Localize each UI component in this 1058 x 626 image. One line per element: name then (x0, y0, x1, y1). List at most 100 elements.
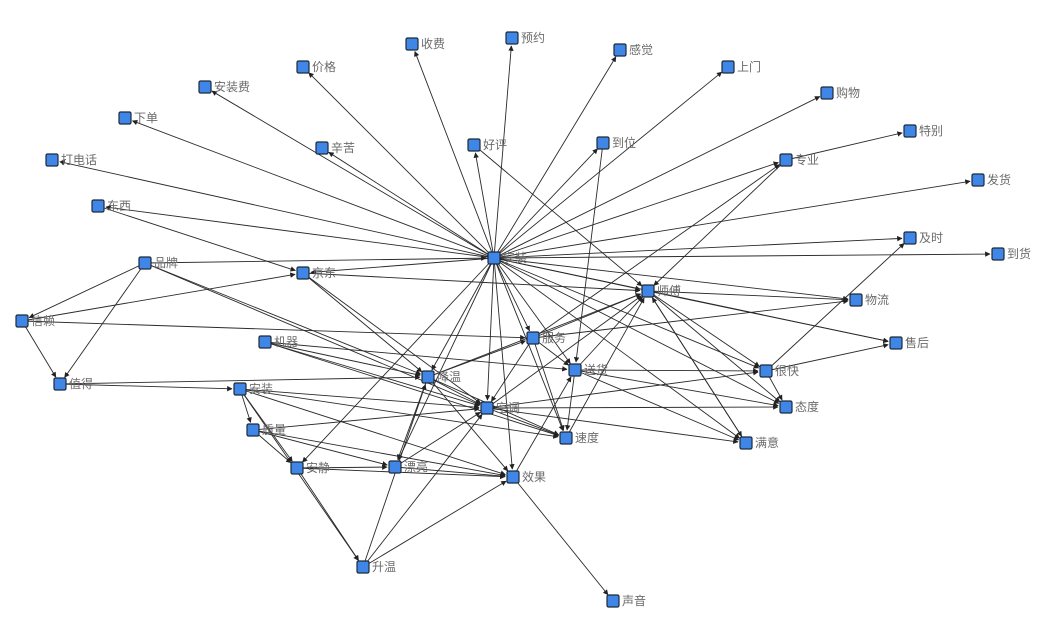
edge-15 (493, 235, 903, 259)
node-40[interactable]: 升温 (356, 560, 396, 574)
node-17[interactable]: 安装 (487, 250, 527, 265)
edge-47 (647, 290, 849, 303)
node-box-29[interactable] (759, 364, 773, 378)
node-box-38[interactable] (388, 460, 402, 474)
node-13[interactable]: 专业 (779, 152, 819, 167)
node-box-40[interactable] (356, 560, 370, 574)
node-box-8[interactable] (903, 124, 917, 138)
node-box-5[interactable] (198, 80, 212, 94)
node-1[interactable]: 预约 (505, 30, 545, 45)
node-box-33[interactable] (779, 400, 793, 414)
edge-81 (239, 388, 559, 439)
edge-0 (414, 50, 495, 259)
node-box-13[interactable] (779, 153, 793, 167)
edge-86 (486, 407, 739, 444)
node-37[interactable]: 安静 (290, 460, 330, 475)
node-7[interactable]: 下单 (118, 111, 158, 125)
node-23[interactable]: 信赖 (15, 314, 55, 328)
node-29[interactable]: 很快 (759, 364, 799, 378)
node-8[interactable]: 特别 (903, 123, 943, 138)
node-33[interactable]: 态度 (779, 399, 819, 414)
node-box-2[interactable] (613, 43, 627, 57)
node-10[interactable]: 好评 (467, 138, 507, 152)
node-box-17[interactable] (487, 251, 501, 265)
node-box-11[interactable] (596, 136, 610, 150)
node-4[interactable]: 上门 (721, 59, 761, 74)
node-2[interactable]: 感觉 (613, 42, 653, 57)
edge-23 (493, 257, 760, 369)
edge-27 (493, 257, 740, 439)
edge-105 (653, 159, 787, 286)
node-19[interactable]: 品牌 (138, 256, 178, 270)
node-36[interactable]: 满意 (739, 435, 779, 450)
node-32[interactable]: 空调 (480, 401, 520, 415)
node-38[interactable]: 漂亮 (388, 459, 428, 474)
node-25[interactable]: 售后 (889, 335, 929, 350)
node-box-10[interactable] (467, 138, 481, 152)
node-box-6[interactable] (820, 86, 834, 100)
node-27[interactable]: 降温 (421, 370, 461, 384)
node-22[interactable]: 物流 (849, 293, 889, 307)
node-35[interactable]: 速度 (559, 430, 599, 445)
node-39[interactable]: 效果 (506, 469, 546, 484)
node-24[interactable]: 服务 (526, 330, 566, 345)
node-0[interactable]: 收费 (405, 37, 445, 51)
edge-91 (252, 406, 480, 431)
node-box-24[interactable] (526, 331, 540, 345)
node-box-32[interactable] (480, 401, 494, 415)
node-box-22[interactable] (849, 293, 863, 307)
node-34[interactable]: 质量 (246, 423, 286, 437)
node-label-22: 物流 (865, 293, 889, 307)
node-box-7[interactable] (118, 111, 132, 125)
node-box-21[interactable] (641, 284, 655, 298)
node-30[interactable]: 值得 (53, 376, 93, 391)
node-box-4[interactable] (721, 60, 735, 74)
edge-49 (647, 290, 760, 367)
node-31[interactable]: 安装 (233, 381, 273, 396)
node-box-25[interactable] (889, 336, 903, 350)
node-box-31[interactable] (233, 382, 247, 396)
edge-69 (574, 369, 779, 408)
node-box-28[interactable] (568, 363, 582, 377)
node-box-1[interactable] (505, 31, 519, 45)
node-6[interactable]: 购物 (820, 85, 860, 100)
node-20[interactable]: 京东 (296, 266, 336, 280)
node-18[interactable]: 到货 (991, 246, 1031, 261)
node-label-32: 空调 (496, 401, 520, 415)
node-28[interactable]: 送货 (568, 362, 608, 377)
edge-46 (302, 272, 423, 373)
node-box-14[interactable] (971, 173, 985, 187)
node-box-26[interactable] (258, 335, 272, 349)
node-26[interactable]: 机器 (258, 335, 298, 349)
node-box-37[interactable] (290, 461, 304, 475)
node-box-19[interactable] (138, 256, 152, 270)
node-15[interactable]: 东西 (91, 199, 131, 213)
node-9[interactable]: 辛苦 (315, 141, 355, 155)
node-box-36[interactable] (739, 436, 753, 450)
node-box-16[interactable] (903, 231, 917, 245)
node-box-18[interactable] (991, 247, 1005, 261)
edge-32 (785, 131, 903, 161)
node-box-30[interactable] (53, 377, 67, 391)
node-3[interactable]: 价格 (296, 59, 336, 74)
node-box-3[interactable] (296, 60, 310, 74)
node-label-34: 质量 (262, 423, 286, 437)
node-box-34[interactable] (246, 423, 260, 437)
node-box-9[interactable] (315, 141, 329, 155)
node-16[interactable]: 及时 (903, 231, 943, 245)
node-box-41[interactable] (606, 594, 620, 608)
node-11[interactable]: 到位 (596, 135, 636, 150)
node-box-23[interactable] (15, 314, 29, 328)
node-5[interactable]: 安装费 (198, 79, 250, 94)
node-box-20[interactable] (296, 266, 310, 280)
node-box-0[interactable] (405, 37, 419, 51)
node-14[interactable]: 发货 (971, 172, 1011, 187)
node-box-12[interactable] (45, 153, 59, 167)
node-box-35[interactable] (559, 431, 573, 445)
node-12[interactable]: 打电话 (45, 153, 97, 167)
node-box-27[interactable] (421, 370, 435, 384)
node-21[interactable]: 师傅 (641, 284, 681, 298)
node-41[interactable]: 声音 (606, 593, 646, 608)
node-box-39[interactable] (506, 470, 520, 484)
node-box-15[interactable] (91, 199, 105, 213)
